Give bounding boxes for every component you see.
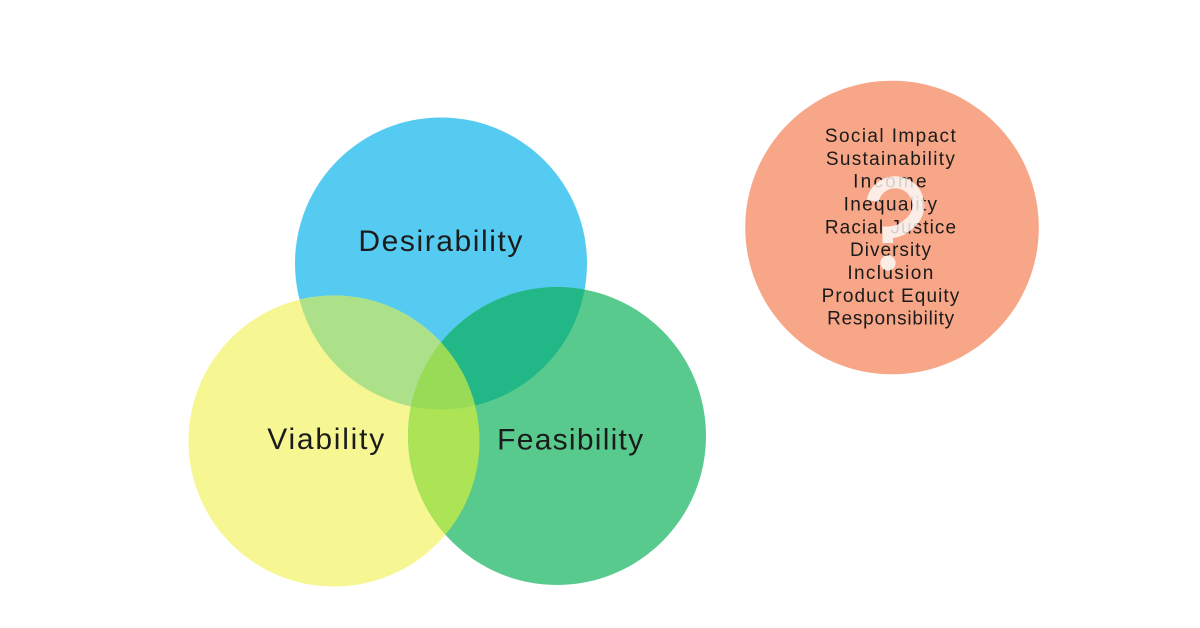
svg-text:Sustainability: Sustainability	[826, 149, 956, 170]
svg-text:Desirability: Desirability	[358, 225, 524, 258]
svg-text:Inclusion: Inclusion	[847, 263, 934, 284]
svg-text:Social Impact: Social Impact	[825, 126, 957, 147]
svg-text:Diversity: Diversity	[850, 240, 932, 261]
svg-text:Product Equity: Product Equity	[822, 286, 961, 307]
svg-text:Viability: Viability	[267, 423, 386, 456]
svg-text:Responsibility: Responsibility	[827, 309, 955, 330]
svg-text:Feasibility: Feasibility	[497, 424, 644, 457]
